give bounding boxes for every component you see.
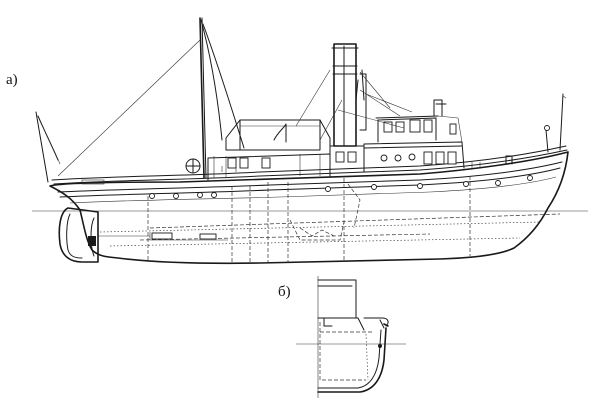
portholes <box>149 175 533 199</box>
section-coaming <box>323 317 333 327</box>
floor-line <box>139 233 431 241</box>
plating-line-1 <box>99 221 541 233</box>
section-hull-inner <box>317 329 382 389</box>
ventilator-cowl <box>273 123 287 143</box>
figure-label-b: б) <box>278 284 291 300</box>
stern-staff <box>35 111 49 183</box>
steam-pipe <box>359 73 367 131</box>
funnel-bands <box>332 65 358 75</box>
section-side-stringer <box>365 333 369 381</box>
rudder-inner <box>66 213 83 259</box>
aft-mast-backstay <box>57 39 201 177</box>
propeller-shaft <box>98 232 228 241</box>
propeller-blade <box>90 217 95 257</box>
awning <box>239 119 321 151</box>
fwd-deckhouse-windows <box>380 151 457 165</box>
engine-casing <box>329 145 365 175</box>
deck-line <box>69 176 557 204</box>
towing-winch-spokes <box>185 158 201 174</box>
aft-sail-edge <box>200 19 223 141</box>
bulwark-rail <box>53 149 568 185</box>
aft-mast-2 <box>201 17 207 179</box>
awning-stanchions <box>213 154 321 178</box>
engine-bed <box>289 219 345 241</box>
fwd-deckhouse-rail <box>363 145 463 149</box>
signal-yard <box>337 109 405 129</box>
rubbing-strake-lower <box>59 167 561 198</box>
rubbing-strake-upper <box>57 161 563 193</box>
cross-section <box>296 276 406 398</box>
wheelhouse <box>377 117 437 143</box>
side-elevation <box>32 17 588 265</box>
propeller-hub <box>88 236 96 246</box>
casing-window-1 <box>335 151 345 163</box>
section-deck <box>317 317 365 331</box>
section-hull <box>317 327 387 393</box>
wheelhouse-windows <box>383 119 433 133</box>
stern-staff-stay-2 <box>39 119 61 165</box>
fore-rigging <box>359 89 413 117</box>
bridge-wing-door <box>449 123 457 135</box>
shaft-bearing <box>151 232 173 240</box>
rudder <box>58 207 99 263</box>
section-internal-frame <box>319 322 366 381</box>
fwd-fittings <box>471 162 481 168</box>
aft-mast-stay <box>202 23 245 149</box>
house-window-3 <box>261 157 271 169</box>
section-fender <box>383 323 389 327</box>
bow-light <box>544 125 550 131</box>
bow-staff <box>559 93 564 151</box>
section-funnel-top <box>317 279 357 319</box>
bridge-wing <box>437 115 463 143</box>
bow-bollard <box>505 155 513 165</box>
shaft-coupling <box>199 233 217 240</box>
wheelhouse-roof <box>375 115 439 119</box>
fwd-deckhouse <box>363 141 465 173</box>
funnel <box>333 43 357 147</box>
bow-staff-tip <box>562 95 567 99</box>
house-window-1 <box>227 157 237 169</box>
section-bulwark-rail <box>379 319 385 329</box>
aft-mast <box>199 17 205 179</box>
inner-bottom-line <box>149 213 561 229</box>
casing-window-2 <box>347 151 357 163</box>
awning-end-aft <box>225 119 241 151</box>
house-window-2 <box>239 157 249 169</box>
figure-label-a: а) <box>6 72 18 88</box>
boiler-wave <box>299 227 335 237</box>
stern-name-panel <box>81 179 105 185</box>
compass-binnacle <box>433 99 443 117</box>
hull-outline <box>49 151 569 265</box>
bow-post <box>545 129 549 153</box>
section-fender-dot <box>378 344 382 348</box>
boiler-outline <box>347 183 361 229</box>
funnel-guys <box>295 69 391 141</box>
bulwark-top <box>51 145 567 181</box>
